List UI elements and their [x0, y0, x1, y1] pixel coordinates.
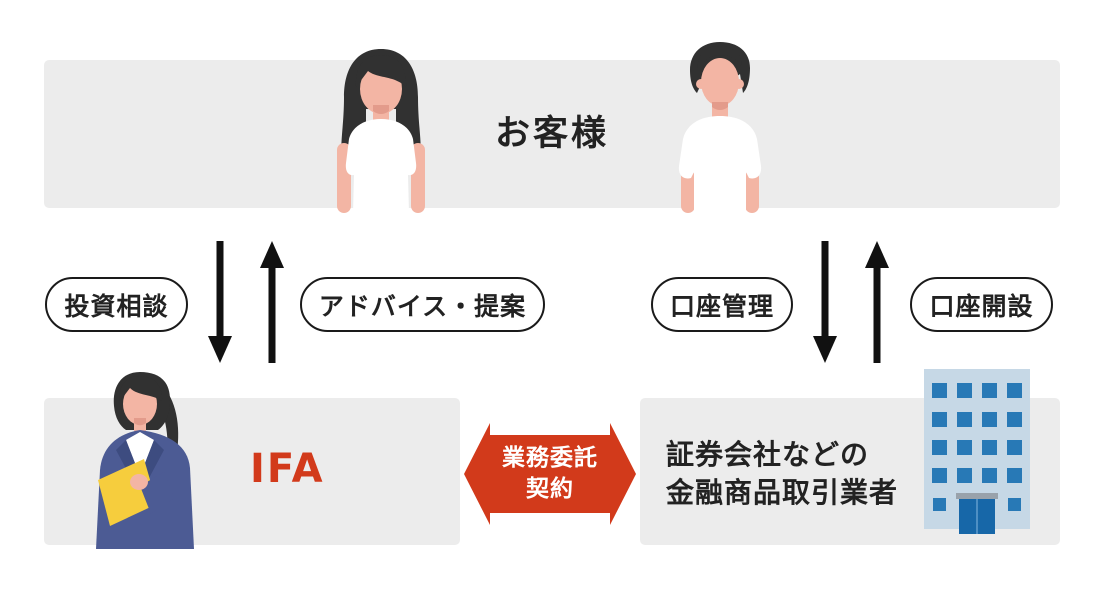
ifa-label: IFA	[250, 446, 325, 492]
ifa-advisor-illustration	[96, 372, 194, 549]
account-manage-pill: 口座管理	[651, 277, 793, 332]
broker-line1: 証券会社などの	[666, 438, 870, 471]
contract-double-arrow-icon	[464, 423, 636, 525]
advice-proposal-label: アドバイス・提案	[318, 291, 527, 321]
customer-panel	[44, 60, 1060, 208]
customer-man-illustration	[678, 42, 762, 213]
broker-line2: 金融商品取引業者	[666, 476, 899, 509]
contract-line2: 契約	[526, 476, 574, 502]
investment-consult-label: 投資相談	[64, 291, 169, 321]
investment-consult-pill: 投資相談	[45, 277, 188, 332]
contract-badge: 業務委託 契約	[464, 421, 636, 527]
account-open-label: 口座開設	[929, 291, 1034, 321]
account-open-pill: 口座開設	[910, 277, 1053, 332]
contract-line1: 業務委託	[502, 445, 598, 471]
office-building-icon	[924, 369, 1030, 534]
customer-label: お客様	[494, 114, 609, 154]
broker-label: 証券会社などの 金融商品取引業者	[666, 436, 898, 512]
advice-proposal-pill: アドバイス・提案	[300, 277, 545, 332]
up-arrow-icon	[865, 241, 889, 363]
customer-woman-illustration	[337, 49, 425, 213]
down-arrow-icon	[208, 241, 232, 363]
down-arrow-icon	[813, 241, 837, 363]
up-arrow-icon	[260, 241, 284, 363]
account-manage-label: 口座管理	[669, 291, 774, 321]
